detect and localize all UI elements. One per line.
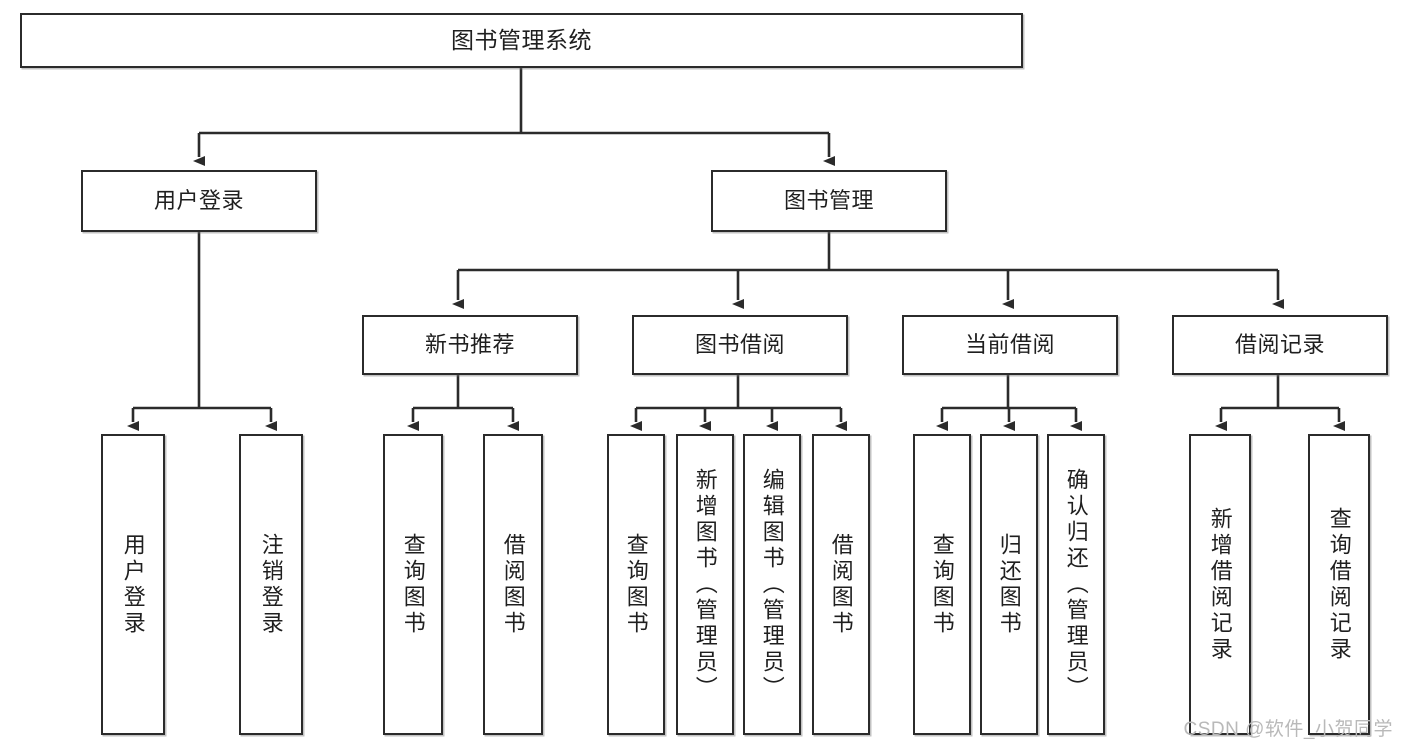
node-leaf-query-book-3[interactable]: 查询图书 — [913, 434, 971, 735]
node-leaf-query-record-label: 查询借阅记录 — [1326, 506, 1352, 663]
node-leaf-edit-book[interactable]: 编辑图书（管理员） — [743, 434, 801, 735]
watermark-text: CSDN @软件_小贺同学 — [1183, 719, 1393, 740]
node-borrow-record-label: 借阅记录 — [1234, 332, 1325, 358]
node-book-manage[interactable]: 图书管理 — [711, 170, 947, 232]
node-leaf-logout[interactable]: 注销登录 — [239, 434, 303, 735]
node-leaf-query-book-2[interactable]: 查询图书 — [607, 434, 665, 735]
node-leaf-confirm-return-label: 确认归还（管理员） — [1063, 467, 1089, 702]
node-current-borrow[interactable]: 当前借阅 — [902, 315, 1118, 375]
node-leaf-query-book-1-label: 查询图书 — [400, 532, 426, 637]
node-leaf-add-record[interactable]: 新增借阅记录 — [1189, 434, 1251, 735]
node-leaf-user-login[interactable]: 用户登录 — [101, 434, 165, 735]
node-user-login[interactable]: 用户登录 — [81, 170, 317, 232]
node-leaf-add-book-label: 新增图书（管理员） — [692, 467, 718, 702]
node-new-book-rec[interactable]: 新书推荐 — [362, 315, 578, 375]
node-current-borrow-label: 当前借阅 — [964, 332, 1055, 358]
node-leaf-borrow-book-2[interactable]: 借阅图书 — [812, 434, 870, 735]
node-leaf-add-book[interactable]: 新增图书（管理员） — [676, 434, 734, 735]
node-leaf-logout-label: 注销登录 — [258, 532, 284, 637]
node-book-manage-label: 图书管理 — [783, 188, 874, 214]
node-leaf-user-login-label: 用户登录 — [120, 532, 146, 637]
node-leaf-confirm-return[interactable]: 确认归还（管理员） — [1047, 434, 1105, 735]
node-root[interactable]: 图书管理系统 — [20, 13, 1023, 68]
node-leaf-add-record-label: 新增借阅记录 — [1207, 506, 1233, 663]
node-leaf-return-book[interactable]: 归还图书 — [980, 434, 1038, 735]
node-root-label: 图书管理系统 — [451, 27, 592, 54]
node-borrow-record[interactable]: 借阅记录 — [1172, 315, 1388, 375]
node-leaf-borrow-book-1-label: 借阅图书 — [500, 532, 526, 637]
node-leaf-borrow-book-2-label: 借阅图书 — [828, 532, 854, 637]
node-leaf-borrow-book-1[interactable]: 借阅图书 — [483, 434, 543, 735]
node-book-borrow-label: 图书借阅 — [694, 332, 785, 358]
node-leaf-query-record[interactable]: 查询借阅记录 — [1308, 434, 1370, 735]
node-leaf-query-book-1[interactable]: 查询图书 — [383, 434, 443, 735]
node-leaf-query-book-3-label: 查询图书 — [929, 532, 955, 637]
node-leaf-return-book-label: 归还图书 — [996, 532, 1022, 637]
node-user-login-label: 用户登录 — [153, 188, 244, 214]
node-leaf-edit-book-label: 编辑图书（管理员） — [759, 467, 785, 702]
node-book-borrow[interactable]: 图书借阅 — [632, 315, 848, 375]
node-new-book-rec-label: 新书推荐 — [424, 332, 515, 358]
node-leaf-query-book-2-label: 查询图书 — [623, 532, 649, 637]
